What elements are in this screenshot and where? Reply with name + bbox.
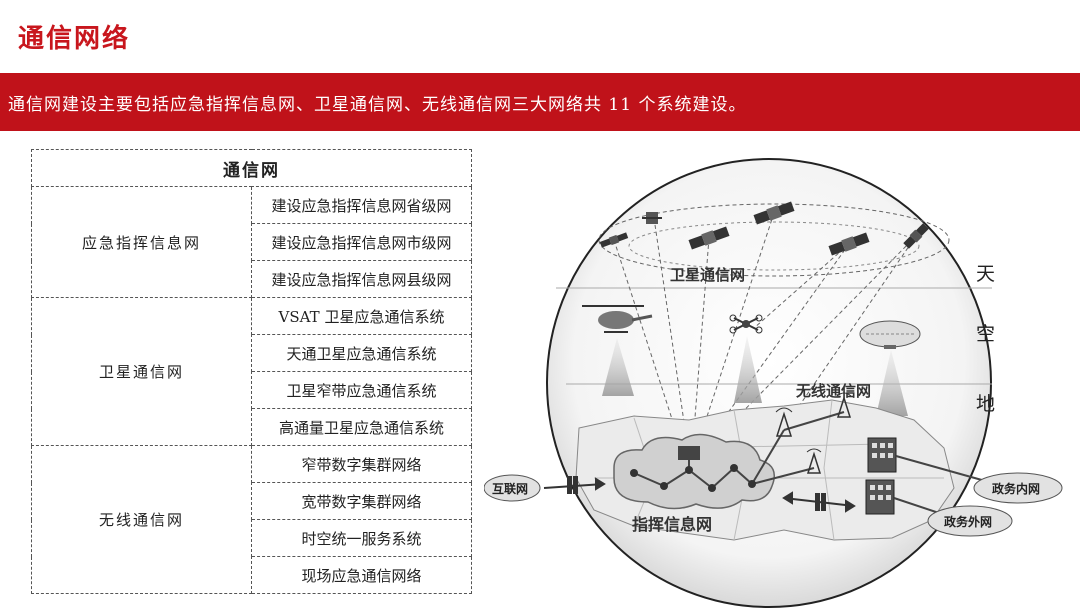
table-cell: 卫星窄带应急通信系统 xyxy=(251,371,472,409)
radio-tower-icon xyxy=(806,448,822,474)
group-wireless-network: 无线通信网 xyxy=(31,445,252,594)
banner-text: 通信网建设主要包括应急指挥信息网、卫星通信网、无线通信网三大网络共 11 个系统… xyxy=(8,95,747,115)
radio-tower-icon xyxy=(775,407,793,437)
page-title: 通信网络 xyxy=(18,24,131,54)
table-cell: 高通量卫星应急通信系统 xyxy=(251,408,472,446)
table-cell: VSAT 卫星应急通信系统 xyxy=(251,297,472,335)
layer-label-air: 空 xyxy=(976,323,995,345)
network-table: 通信网 应急指挥信息网 建设应急指挥信息网省级网 建设应急指挥信息网市级网 建设… xyxy=(31,149,472,594)
helicopter-beam xyxy=(602,338,634,396)
gov-intranet-node xyxy=(973,472,1063,504)
satellite-network-label: 卫星通信网 xyxy=(670,266,745,284)
radio-tower-icon xyxy=(836,392,852,418)
drone-icon xyxy=(729,314,763,334)
internet-label: 互联网 xyxy=(492,482,528,496)
airship-beam xyxy=(876,350,908,416)
command-network-label: 指挥信息网 xyxy=(632,515,712,534)
drone-beam xyxy=(734,336,762,403)
group-satellite-network: 卫星通信网 xyxy=(31,297,252,446)
gov-intranet-link xyxy=(895,455,990,483)
network-node xyxy=(630,464,756,492)
wireless-network-label: 无线通信网 xyxy=(795,382,871,400)
table-cell: 建设应急指挥信息网市级网 xyxy=(251,223,472,261)
network-diagram-svg: 天 空 地 卫星通信网 无线通信网 xyxy=(484,158,1063,608)
satellite-icon xyxy=(828,232,870,256)
internet-node xyxy=(484,474,541,502)
gov-extranet-node xyxy=(927,505,1013,537)
firewall-arrow-icon xyxy=(543,476,606,494)
table-cell: 宽带数字集群网络 xyxy=(251,482,472,520)
table-cell: 建设应急指挥信息网省级网 xyxy=(251,186,472,224)
gov-extranet-label: 政务外网 xyxy=(944,514,992,529)
table-cell: 建设应急指挥信息网县级网 xyxy=(251,260,472,298)
airship-icon xyxy=(859,320,921,349)
command-network-links xyxy=(633,411,845,490)
satellite-icon xyxy=(903,223,929,249)
group-command-network: 应急指挥信息网 xyxy=(31,186,252,298)
layer-label-ground: 地 xyxy=(976,393,995,415)
table-cell: 时空统一服务系统 xyxy=(251,519,472,557)
table-header: 通信网 xyxy=(31,149,472,187)
building-icon xyxy=(865,479,895,515)
command-center-icon xyxy=(678,446,700,460)
table-cell: 现场应急通信网络 xyxy=(251,556,472,594)
command-network-cloud xyxy=(613,433,775,510)
satellite-icon xyxy=(642,212,662,224)
building-icon xyxy=(867,437,897,473)
orbit xyxy=(628,221,920,271)
table-cell: 天通卫星应急通信系统 xyxy=(251,334,472,372)
layer-label-sky: 天 xyxy=(976,263,995,285)
satellite-icon xyxy=(753,201,795,225)
table-cell: 窄带数字集群网络 xyxy=(251,445,472,483)
gov-intranet-label: 政务内网 xyxy=(992,481,1040,496)
orbit xyxy=(598,203,950,277)
firewall-arrow-icon xyxy=(782,491,856,513)
helicopter-icon xyxy=(582,305,653,333)
satellite-icon xyxy=(599,232,629,248)
summary-banner: 通信网建设主要包括应急指挥信息网、卫星通信网、无线通信网三大网络共 11 个系统… xyxy=(0,73,1080,131)
network-diagram: 天 空 地 卫星通信网 无线通信网 xyxy=(484,148,1080,608)
satellite-icon xyxy=(688,226,730,250)
